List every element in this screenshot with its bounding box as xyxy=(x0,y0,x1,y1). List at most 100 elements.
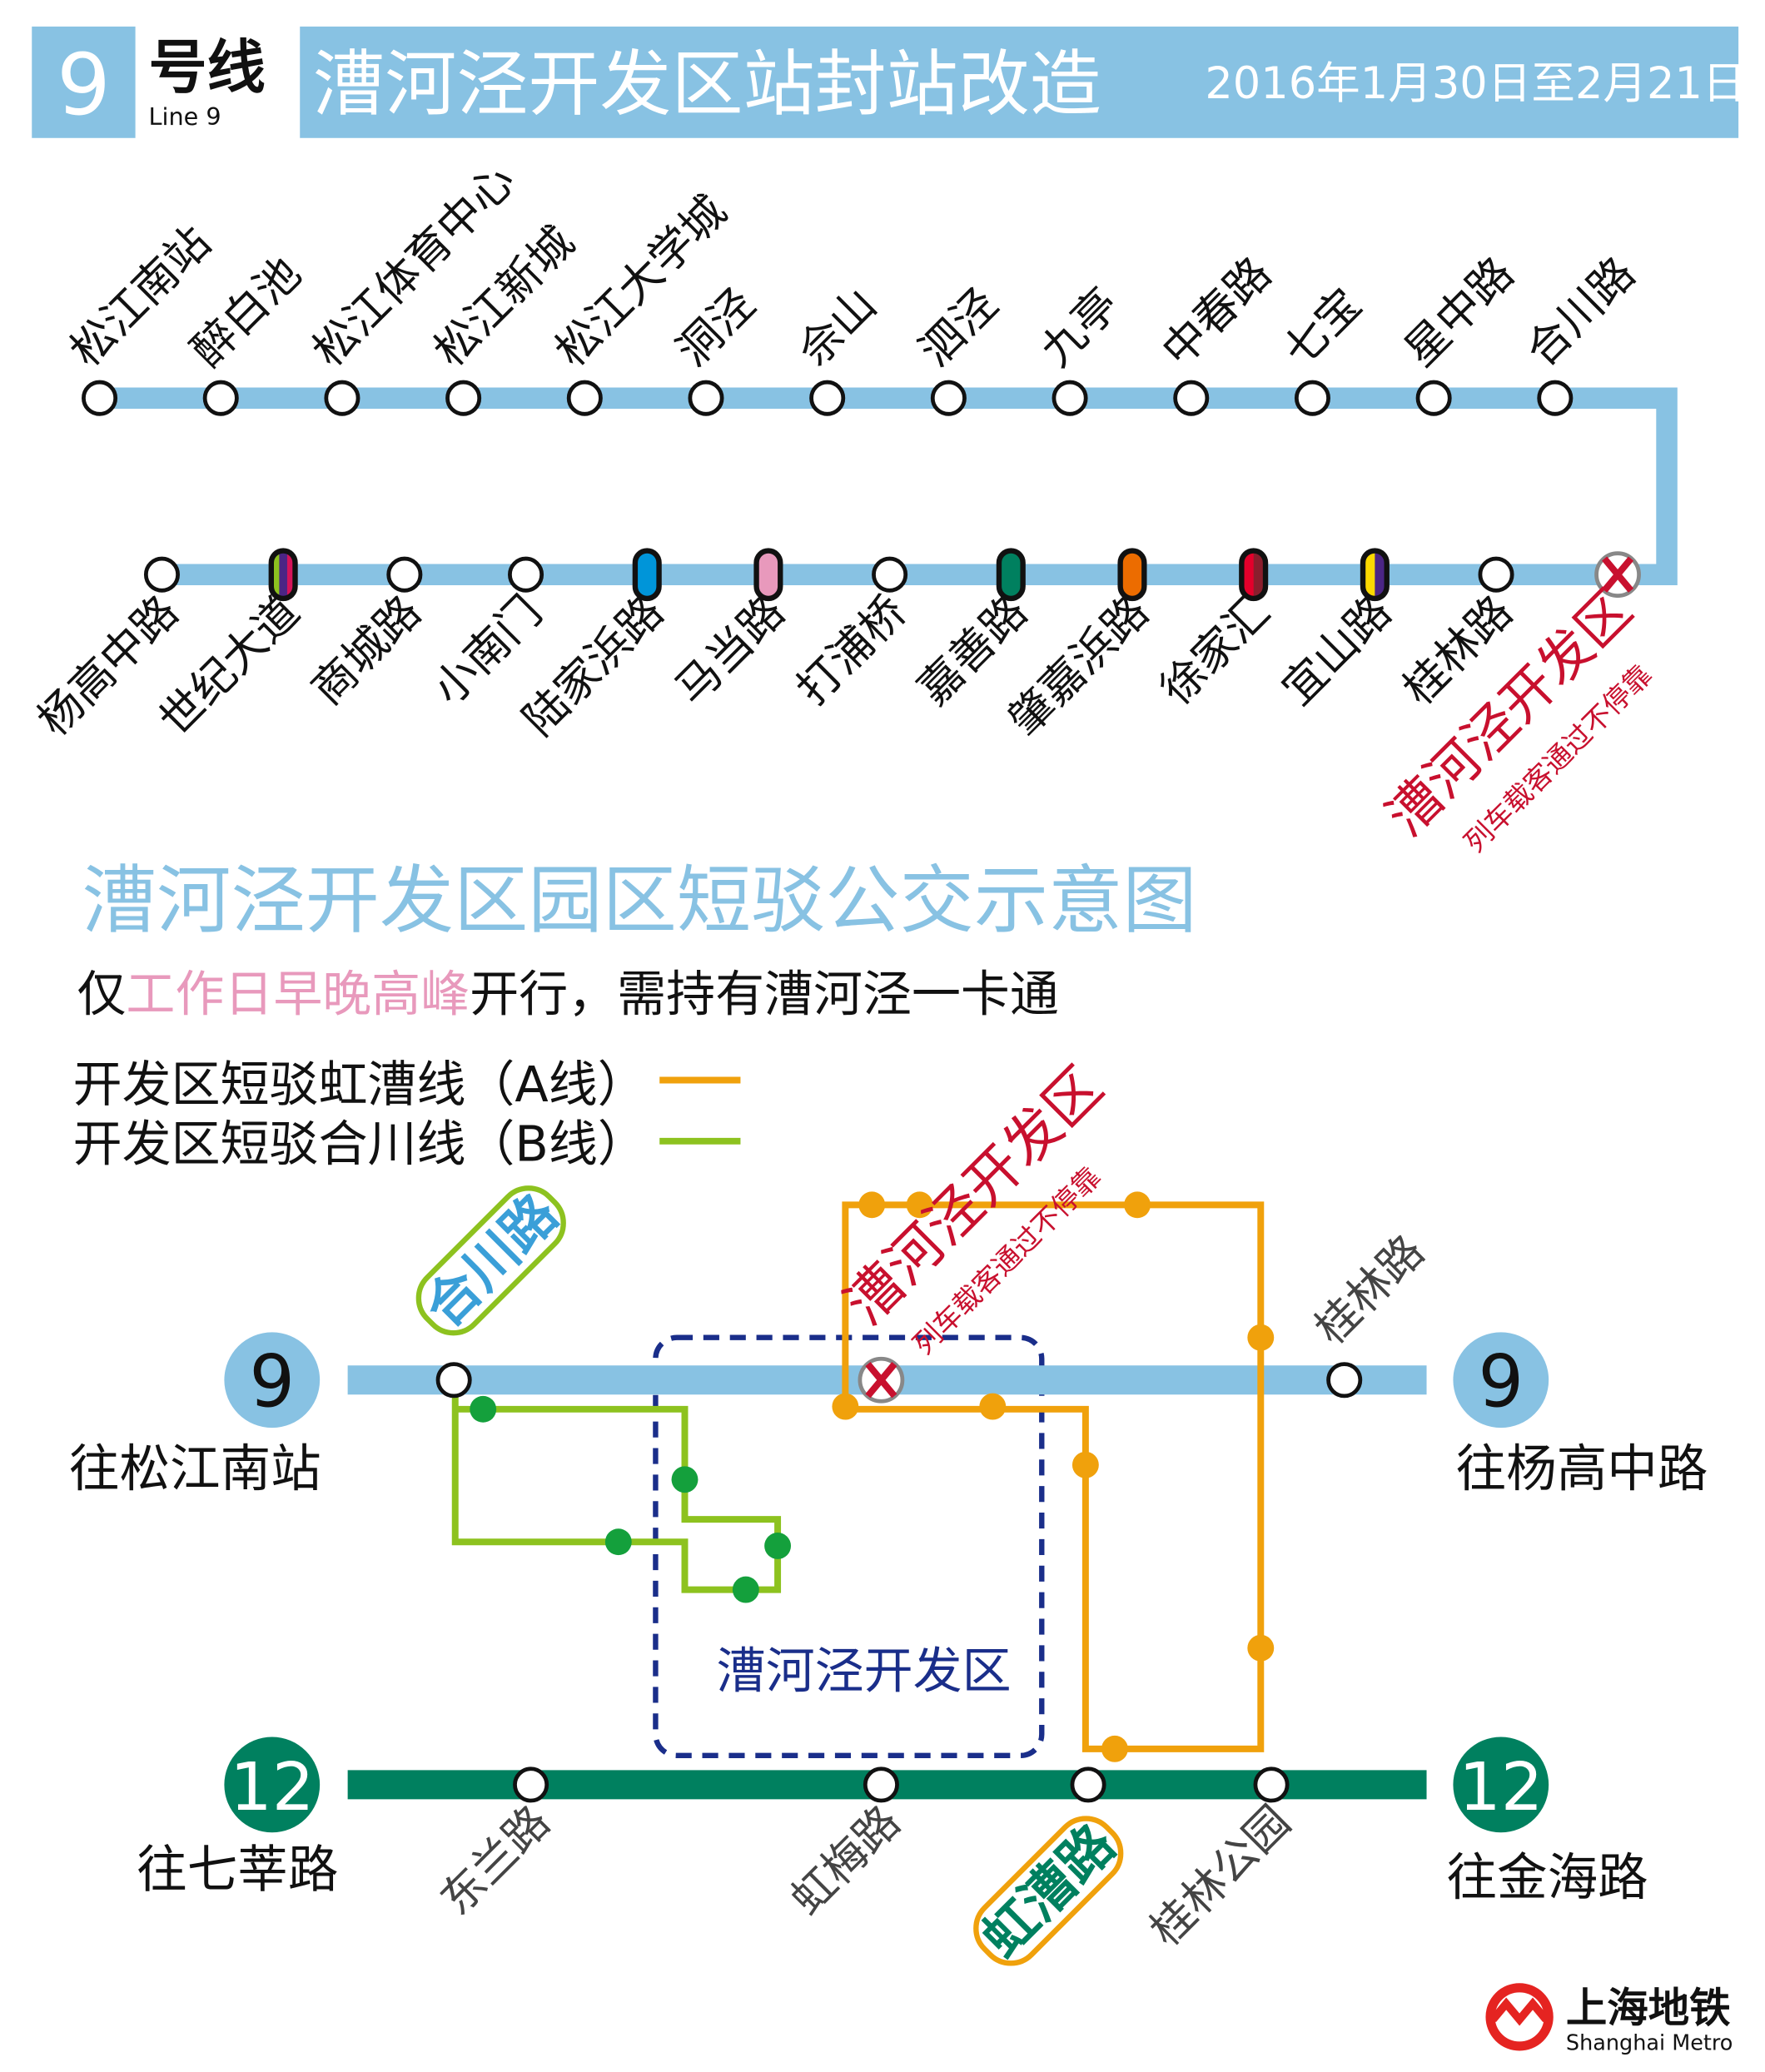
station-marker xyxy=(1173,380,1210,416)
route-b-path xyxy=(451,1379,782,1593)
station-hongmei-marker xyxy=(863,1766,899,1803)
station-marker xyxy=(930,380,967,416)
line12-badge-west xyxy=(224,1737,321,1833)
line-label-en: Line 9 xyxy=(149,102,221,131)
notice-suffix: 开行，需持有漕河泾一卡通 xyxy=(470,966,1059,1023)
transfer-station-outline xyxy=(1239,548,1269,602)
legend-route-a: 开发区短驳虹漕线（A线） xyxy=(73,1056,647,1113)
route-a-stop xyxy=(1124,1191,1151,1219)
station-hongmei-label: 虹梅路 xyxy=(781,1796,910,1925)
transfer-station-marker xyxy=(1117,548,1147,602)
shuttle-title: 漕河泾开发区园区短驳公交示意图 xyxy=(82,858,1197,945)
station-hechuan-label: 合川路 xyxy=(414,1183,570,1339)
station-label: 佘山 xyxy=(788,279,887,377)
station-guilin-park-marker xyxy=(1253,1766,1290,1803)
line9-track xyxy=(99,387,1678,585)
route-b-stop xyxy=(671,1466,699,1493)
transfer-station-marker xyxy=(753,548,783,602)
transfer-station-marker xyxy=(1239,548,1269,602)
station-marker xyxy=(1537,380,1574,416)
transfer-line-color xyxy=(1363,550,1376,599)
transfer-line-color xyxy=(1241,550,1255,599)
transfer-station-outline xyxy=(1117,548,1147,602)
transfer-line-color xyxy=(271,550,281,599)
route-a-stop xyxy=(1247,1634,1275,1662)
transfer-station-outline xyxy=(1360,548,1390,602)
notice-highlight: 工作日早晚高峰 xyxy=(126,966,470,1023)
line9-west-direction: 往松江南站 xyxy=(69,1440,321,1498)
transfer-line-color xyxy=(756,550,781,599)
station-label: 徐家汇 xyxy=(1151,586,1280,715)
station-label: 合川路 xyxy=(1516,248,1645,377)
station-marker xyxy=(1415,380,1452,416)
station-guilin-park-label: 桂林公园 xyxy=(1141,1796,1300,1956)
station-hongcao-label: 虹漕路 xyxy=(971,1813,1127,1970)
station-marker xyxy=(809,380,846,416)
route-a-stops xyxy=(832,1191,1275,1762)
close-x-icon xyxy=(865,1362,897,1399)
line9-badge-west xyxy=(224,1332,321,1429)
route-a-stop xyxy=(858,1191,886,1219)
transfer-line-color xyxy=(1253,550,1266,599)
route-b-stops xyxy=(470,1395,792,1603)
transfer-line-color xyxy=(1120,550,1145,599)
station-label: 中春路 xyxy=(1152,248,1281,377)
metro-logo-m xyxy=(1489,1997,1549,2026)
station-label: 洞泾 xyxy=(667,279,765,377)
logo-cn: 上海地铁 xyxy=(1566,1984,1731,2032)
transfer-station-outline xyxy=(632,548,662,602)
station-guilin-label: 桂林路 xyxy=(1305,1225,1434,1354)
title-bar xyxy=(300,26,1739,138)
line9-east-direction: 往杨高中路 xyxy=(1456,1440,1708,1498)
transfer-line-color xyxy=(634,550,659,599)
route-b-stop xyxy=(470,1395,497,1423)
station-marker xyxy=(386,556,423,593)
date-range: 2016年1月30日至2月21日 xyxy=(1205,58,1746,109)
transfer-station-outline xyxy=(753,548,783,602)
station-marker xyxy=(508,556,544,593)
notice-prefix: 仅 xyxy=(77,966,126,1023)
line12-badge-east xyxy=(1453,1737,1549,1833)
close-x-icon xyxy=(1602,556,1634,593)
line12-west-direction: 往七莘路 xyxy=(137,1841,338,1900)
station-donglan-marker xyxy=(513,1766,549,1803)
shanghai-metro-logo: 上海地铁 Shanghai Metro xyxy=(1485,1983,1733,2056)
transfer-station-marker xyxy=(996,548,1026,602)
transfer-line-color xyxy=(1375,550,1387,599)
station-label: 星中路 xyxy=(1395,248,1524,377)
line9-badge-east xyxy=(1453,1332,1549,1429)
closed-station: 漕河泾开发区 列车载客通过不停靠 xyxy=(1375,551,1658,859)
line9-badge-west-number: 9 xyxy=(249,1341,295,1424)
route-a-stop xyxy=(1071,1451,1099,1478)
station-marker xyxy=(1478,556,1514,593)
station-label: 七宝 xyxy=(1274,279,1372,377)
transfer-line-color xyxy=(279,550,288,599)
route-a-stop xyxy=(1247,1324,1275,1351)
station-marker xyxy=(1294,380,1330,416)
station-label: 打浦桥 xyxy=(787,586,916,715)
station-label: 马当路 xyxy=(666,586,795,715)
station-marker xyxy=(82,380,118,416)
route-a-path xyxy=(842,1201,1265,1752)
route-a-stop xyxy=(1101,1735,1128,1762)
transfer-station-outline xyxy=(996,548,1026,602)
route-a-stop xyxy=(832,1393,859,1420)
shuttle-notice: 仅工作日早晚高峰开行，需持有漕河泾一卡通 xyxy=(77,966,1058,1023)
transfer-line-color xyxy=(998,550,1023,599)
station-hongcao-label-box: 虹漕路 xyxy=(971,1813,1127,1970)
transfer-station-marker xyxy=(1360,548,1390,602)
station-marker xyxy=(1052,380,1088,416)
station-hongcao-marker xyxy=(1070,1766,1106,1803)
development-zone-label: 漕河泾开发区 xyxy=(717,1642,1012,1700)
station-label: 宜山路 xyxy=(1272,586,1401,715)
station-marker xyxy=(143,556,180,593)
station-label: 泗泾 xyxy=(910,279,1008,377)
station-label: 九亭 xyxy=(1031,279,1129,377)
line-label-cn: 号线 xyxy=(149,33,266,102)
route-b-stop xyxy=(732,1576,759,1603)
logo-en: Shanghai Metro xyxy=(1566,2031,1733,2056)
station-marker xyxy=(688,380,724,416)
line-number: 9 xyxy=(57,36,111,135)
line9-badge-east-number: 9 xyxy=(1478,1341,1524,1424)
